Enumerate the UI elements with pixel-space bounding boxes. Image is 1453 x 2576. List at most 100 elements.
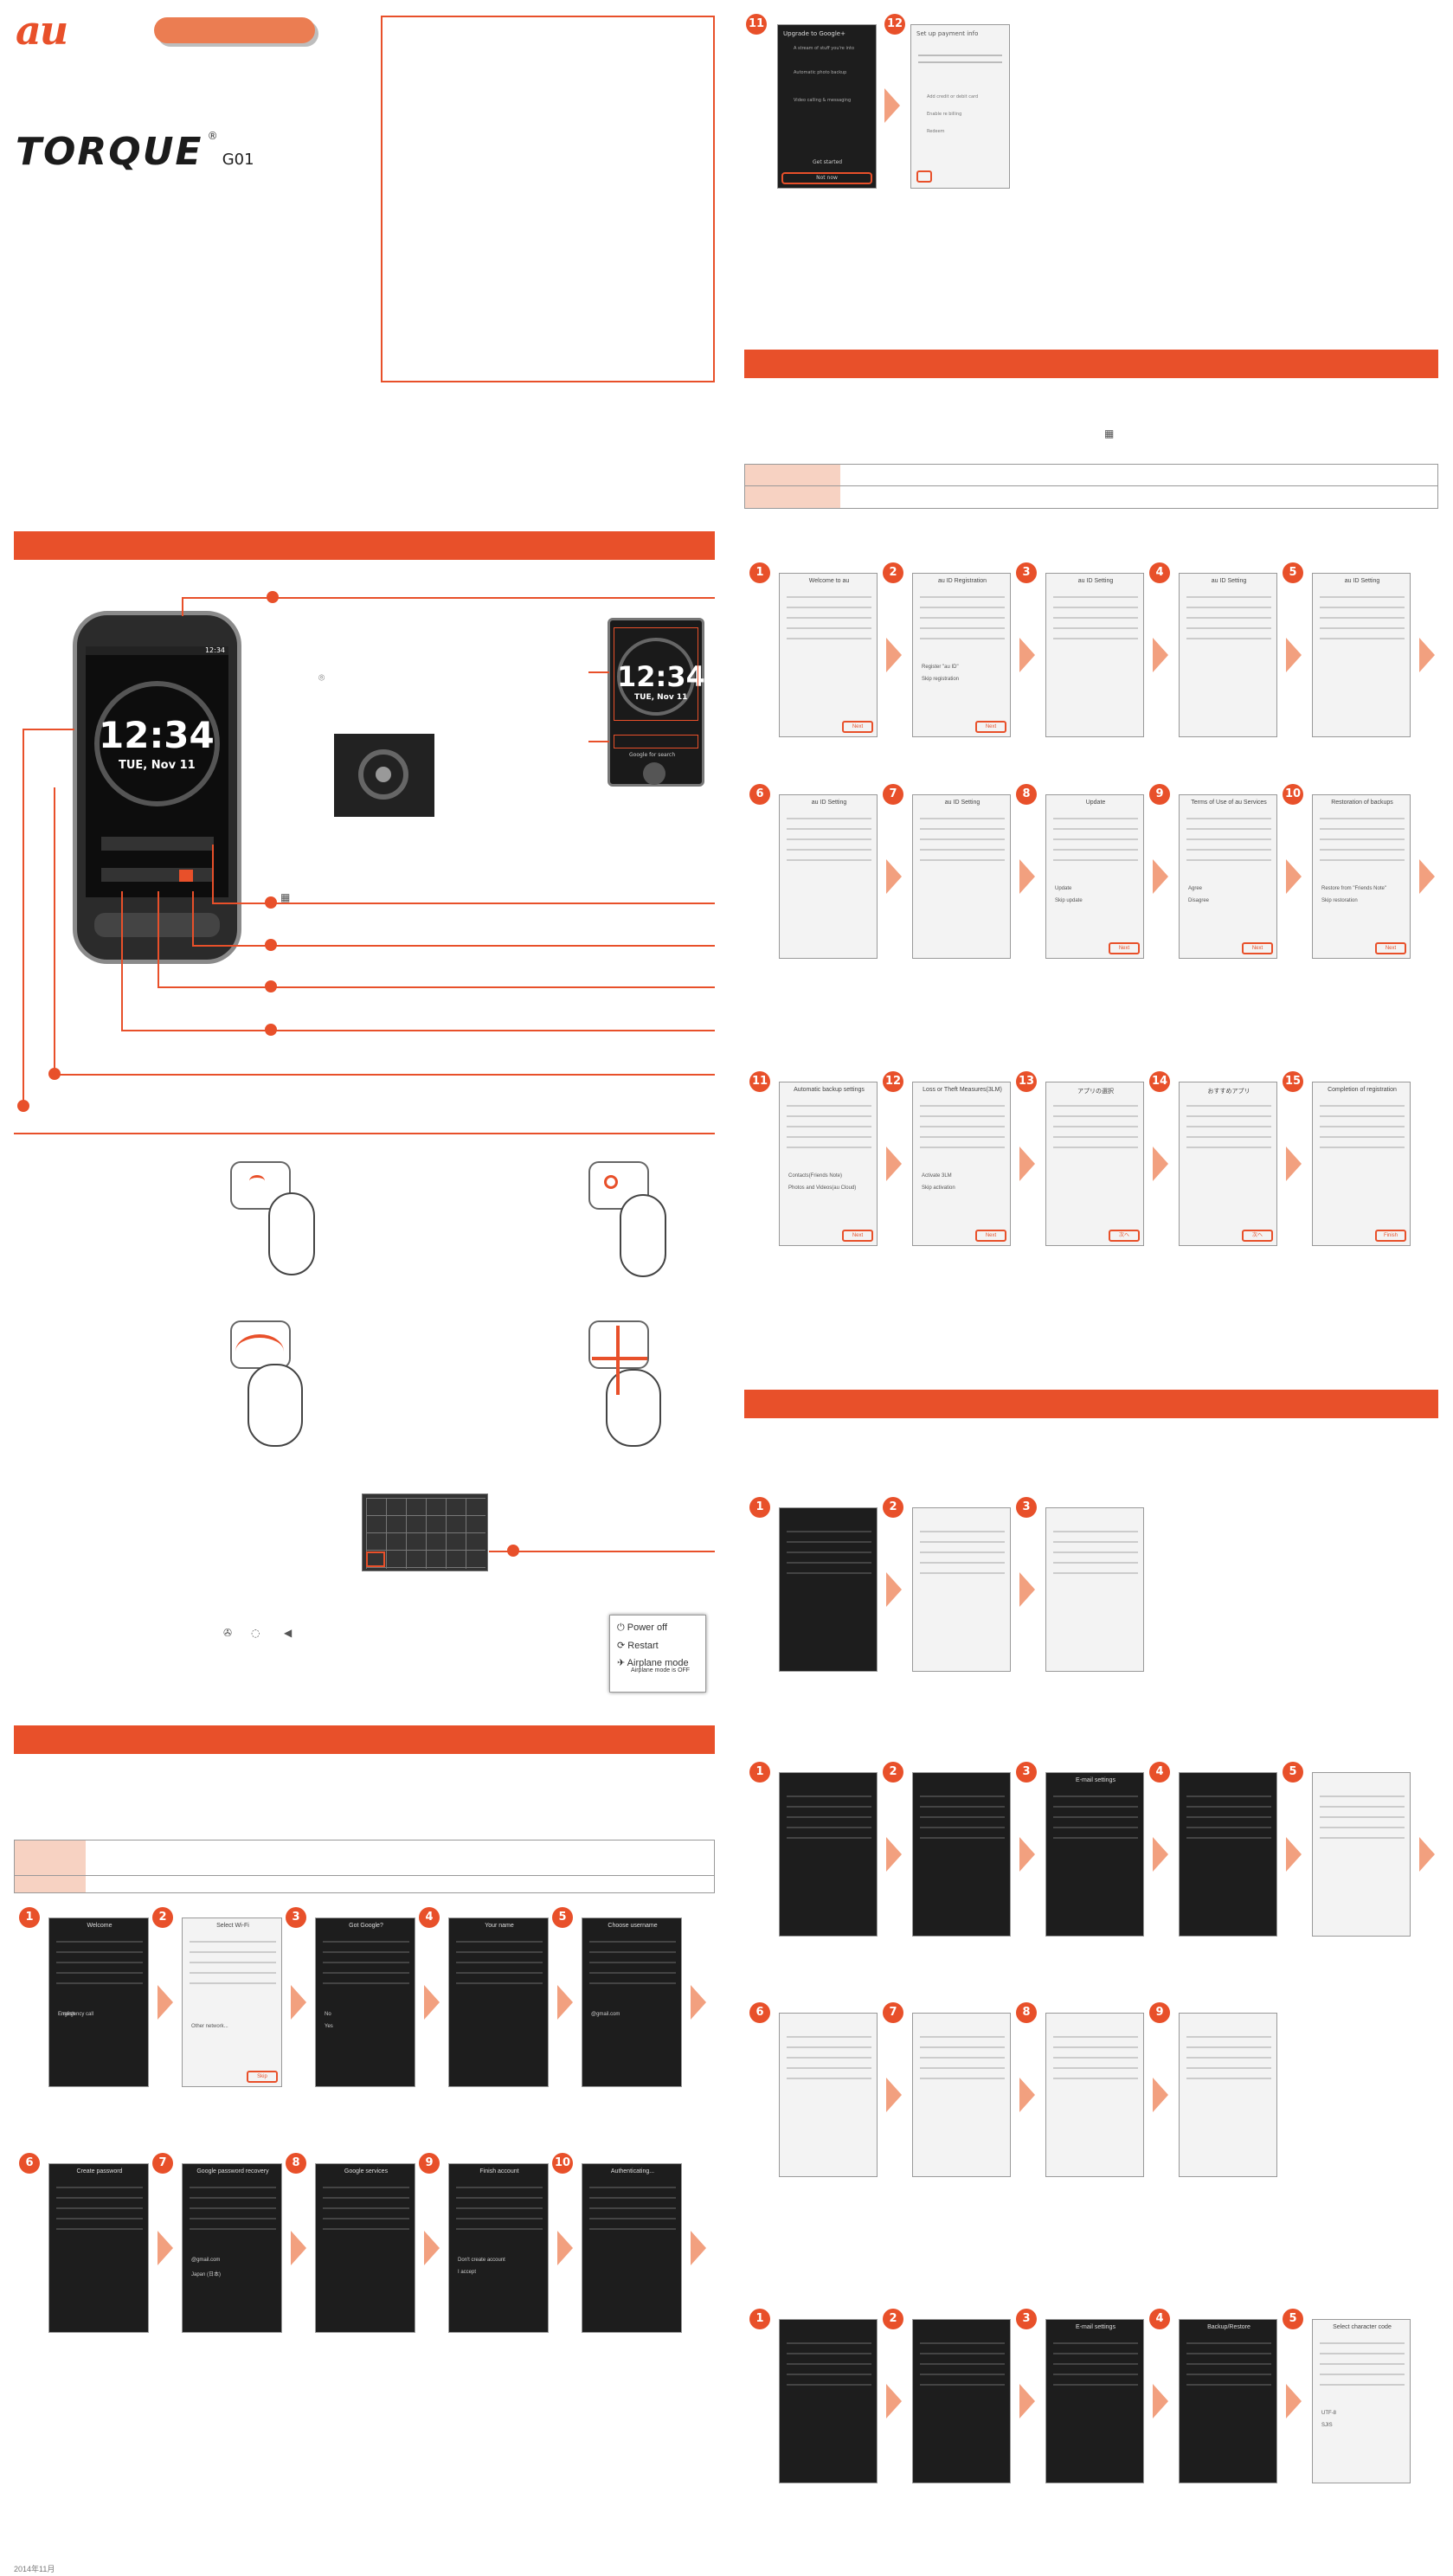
- step-screen: おすすめアプリ次へ: [1179, 1082, 1277, 1246]
- text-line: [1053, 849, 1138, 851]
- settings-icon: ⌾: [318, 671, 325, 684]
- screen-title: E-mail settings: [1076, 1777, 1115, 1783]
- screen-title: au ID Setting: [1344, 578, 1380, 584]
- next-button[interactable]: Next: [975, 1230, 1006, 1242]
- text-line: [1186, 2067, 1271, 2069]
- step-badge: 2: [883, 2309, 903, 2329]
- text-line: [1320, 2342, 1405, 2344]
- step-badge: 1: [19, 1907, 40, 1928]
- screen-option1: Update: [1055, 886, 1072, 891]
- payment-item-3: Redeem: [927, 129, 945, 134]
- step-arrow: [1286, 859, 1302, 894]
- text-line: [589, 2207, 676, 2209]
- text-line: [1186, 2384, 1271, 2386]
- text-line: [920, 1551, 1005, 1553]
- text-line: [920, 1147, 1005, 1148]
- text-line: [323, 2207, 409, 2209]
- next-button[interactable]: 次へ: [1242, 1230, 1273, 1242]
- text-line: [1186, 2363, 1271, 2365]
- text-line: [589, 1982, 676, 1984]
- text-line: [1186, 1837, 1271, 1839]
- text-line: [787, 1105, 871, 1107]
- text-line: [190, 2218, 276, 2219]
- upgrade-not-now: Not now: [781, 172, 872, 184]
- footer-text: 2014年11月: [14, 2565, 55, 2573]
- screen-option2: Skip update: [1055, 898, 1083, 903]
- step-screen: [1045, 2013, 1144, 2177]
- step-screen: [779, 2319, 878, 2483]
- text-line: [190, 2187, 276, 2188]
- next-button[interactable]: Next: [975, 721, 1006, 733]
- upgrade-google-screen: Upgrade to Google+ A stream of stuff you…: [777, 24, 877, 189]
- notice-box: [381, 16, 715, 382]
- next-button[interactable]: Next: [1242, 942, 1273, 954]
- text-line: [787, 1816, 871, 1818]
- text-line: [1320, 1795, 1405, 1797]
- text-line: [1053, 1115, 1138, 1117]
- payment-item-1: Add credit or debit card: [927, 94, 979, 100]
- next-button[interactable]: 次へ: [1109, 1230, 1140, 1242]
- step-arrow: [158, 2231, 173, 2265]
- screen-title: Loss or Theft Measures(3LM): [923, 1087, 1002, 1093]
- text-line: [56, 2218, 143, 2219]
- registered-mark: ®: [207, 130, 218, 142]
- step-screen: Your name: [448, 1918, 549, 2087]
- text-line: [920, 607, 1005, 608]
- next-button[interactable]: Next: [842, 721, 873, 733]
- step-arrow: [691, 2231, 706, 2265]
- step-badge: 8: [1016, 784, 1037, 805]
- step-12-top: 12: [884, 14, 905, 35]
- text-line: [1053, 1827, 1138, 1828]
- text-line: [1053, 818, 1138, 819]
- au-setting-table: [744, 464, 1438, 509]
- next-button[interactable]: Next: [1109, 942, 1140, 954]
- callout-dot-2: [265, 939, 277, 951]
- inset-clock-time: 12:34: [617, 660, 705, 693]
- text-line: [1186, 838, 1271, 840]
- screen-title: au ID Setting: [811, 800, 847, 806]
- next-button[interactable]: Finish: [1375, 1230, 1406, 1242]
- text-line: [456, 2207, 543, 2209]
- screen-option2: Skip restoration: [1321, 898, 1358, 903]
- step-arrow: [1019, 1147, 1035, 1181]
- text-line: [787, 627, 871, 629]
- keypad-inset: [362, 1494, 488, 1571]
- text-line: [1186, 1136, 1271, 1138]
- text-line: [787, 617, 871, 619]
- text-line: [456, 1962, 543, 1963]
- step-arrow: [1019, 859, 1035, 894]
- step-badge: 3: [1016, 1497, 1037, 1518]
- text-line: [1053, 1136, 1138, 1138]
- text-line: [787, 838, 871, 840]
- screen-button1: I accept: [458, 2270, 477, 2275]
- next-button[interactable]: Next: [842, 1230, 873, 1242]
- text-line: [56, 2197, 143, 2199]
- next-button[interactable]: Skip: [247, 2071, 278, 2083]
- text-line: [1053, 2363, 1138, 2365]
- step-badge: 4: [419, 1907, 440, 1928]
- text-line: [1320, 1827, 1405, 1828]
- text-line: [1320, 2363, 1405, 2365]
- inset-clock-screen: 12:34 TUE, Nov 11 Google for search: [608, 618, 705, 787]
- text-line: [1186, 1105, 1271, 1107]
- text-line: [1186, 2036, 1271, 2038]
- text-line: [920, 2342, 1005, 2344]
- step-screen: [1179, 1772, 1277, 1937]
- power-menu: ⏻ Power off ⟳ Restart ✈ Airplane mode Ai…: [609, 1615, 706, 1693]
- text-line: [787, 596, 871, 598]
- text-line: [589, 1962, 676, 1963]
- screen-domain: @gmail.com: [591, 2012, 620, 2017]
- text-line: [1053, 1837, 1138, 1839]
- step-badge: 9: [1149, 2002, 1170, 2023]
- next-button[interactable]: Next: [1375, 942, 1406, 954]
- arrow-11-12: [884, 88, 900, 123]
- text-line: [1053, 2036, 1138, 2038]
- screen-title: Got Google?: [349, 1923, 383, 1929]
- gesture-swipe: [585, 1317, 680, 1447]
- text-line: [1186, 1795, 1271, 1797]
- step-badge: 9: [1149, 784, 1170, 805]
- text-line: [920, 1827, 1005, 1828]
- screen-title: Create password: [76, 2168, 123, 2175]
- step-screen: au ID Setting: [1045, 573, 1144, 737]
